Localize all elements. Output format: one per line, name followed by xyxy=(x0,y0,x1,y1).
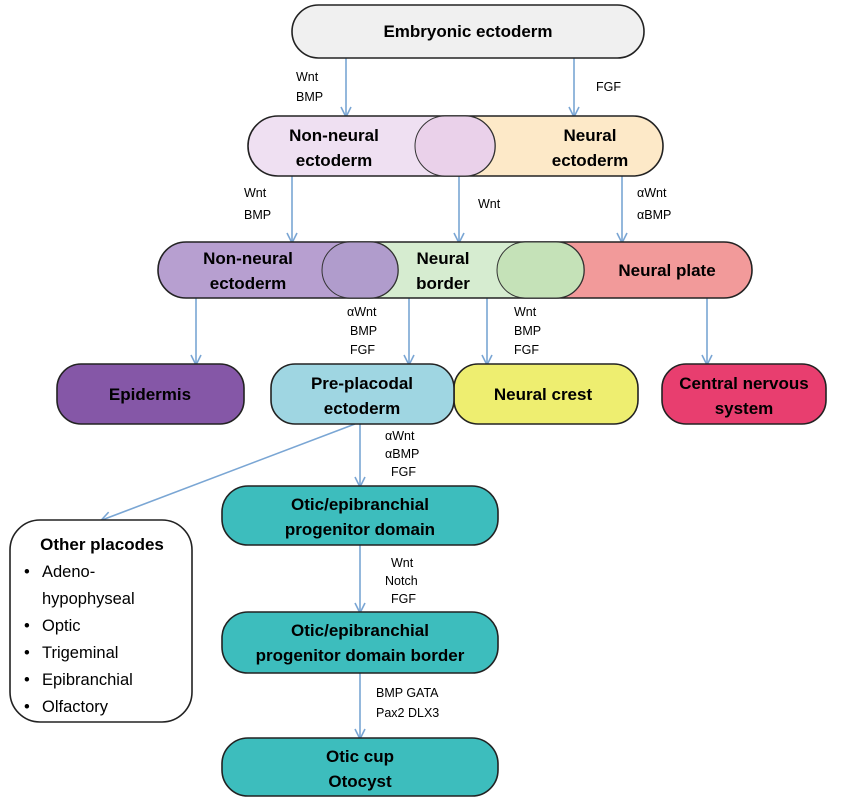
signal-label: BMP GATA xyxy=(376,686,439,700)
placode-item: Olfactory xyxy=(42,698,109,716)
signal-label: Wnt xyxy=(514,305,537,319)
node-cns-label-line1: Central nervous xyxy=(679,374,808,393)
signal-label: αWnt xyxy=(385,429,415,443)
node-pre-placodal-label-line1: Pre-placodal xyxy=(311,374,413,393)
signal-label: Notch xyxy=(385,574,418,588)
placode-item: hypophyseal xyxy=(42,590,135,608)
other-placodes-box xyxy=(9,519,193,723)
node-otic-domain-label-line2: progenitor domain xyxy=(285,520,435,539)
overlap-zone-2 xyxy=(321,241,399,299)
node-neural-border-label-line1: Neural xyxy=(417,249,470,268)
signal-label: FGF xyxy=(391,465,416,479)
node-neural-crest-label: Neural crest xyxy=(494,385,593,404)
signal-label: BMP xyxy=(244,208,271,222)
signal-label: FGF xyxy=(514,343,539,357)
other-placodes-title: Other placodes xyxy=(40,535,164,554)
signal-labels: Wnt BMP FGF Wnt BMP Wnt αWnt αBMP αWnt B… xyxy=(244,70,671,720)
signal-label: BMP xyxy=(296,90,323,104)
placode-item: Trigeminal xyxy=(42,644,118,662)
arrows xyxy=(102,58,707,738)
node-otic-border-label-line1: Otic/epibranchial xyxy=(291,621,429,640)
bullet: • xyxy=(24,698,30,716)
overlap-zone-1 xyxy=(414,115,496,177)
node-cns-label-line2: system xyxy=(715,399,774,418)
overlap-zone-3 xyxy=(496,241,585,299)
arrow-preplacodal-to-other xyxy=(102,423,356,520)
node-pre-placodal-ectoderm xyxy=(270,363,455,425)
other-placodes-list: • Adeno- hypophyseal • Optic • Trigemina… xyxy=(24,563,135,716)
bullet: • xyxy=(24,617,30,635)
node-pre-placodal-label-line2: ectoderm xyxy=(324,399,401,418)
node-otic-cup-label-line2: Otocyst xyxy=(328,772,392,791)
bullet: • xyxy=(24,671,30,689)
node-non-neural-1-label-line2: ectoderm xyxy=(296,151,373,170)
placode-item: Epibranchial xyxy=(42,671,133,689)
node-otic-progenitor-border xyxy=(221,611,499,674)
signal-label: αWnt xyxy=(347,305,377,319)
signal-label: BMP xyxy=(514,324,541,338)
node-epidermis xyxy=(56,363,245,425)
node-neural-border-label-line2: border xyxy=(416,274,470,293)
node-embryonic-ectoderm xyxy=(291,4,645,59)
node-otic-border-label-line2: progenitor domain border xyxy=(256,646,465,665)
node-epidermis-label: Epidermis xyxy=(109,385,191,404)
signal-label: Wnt xyxy=(391,556,414,570)
node-otic-progenitor-domain xyxy=(221,485,499,546)
signal-label: Wnt xyxy=(296,70,319,84)
signal-label: Wnt xyxy=(244,186,267,200)
node-neural-plate-label: Neural plate xyxy=(618,261,715,280)
node-neural-ecto-label-line2: ectoderm xyxy=(552,151,629,170)
node-neural-ecto-label-line1: Neural xyxy=(564,126,617,145)
node-otic-cup xyxy=(221,737,499,797)
bullet: • xyxy=(24,644,30,662)
node-non-neural-2-label-line2: ectoderm xyxy=(210,274,287,293)
signal-label: Pax2 DLX3 xyxy=(376,706,439,720)
node-non-neural-2-label-line1: Non-neural xyxy=(203,249,293,268)
signal-label: BMP xyxy=(350,324,377,338)
node-otic-domain-label-line1: Otic/epibranchial xyxy=(291,495,429,514)
node-non-neural-1-label-line1: Non-neural xyxy=(289,126,379,145)
signal-label: αWnt xyxy=(637,186,667,200)
placode-item: Adeno- xyxy=(42,563,95,581)
bullet: • xyxy=(24,563,30,581)
signal-label: αBMP xyxy=(385,447,419,461)
signal-label: αBMP xyxy=(637,208,671,222)
signal-label: FGF xyxy=(350,343,375,357)
placode-item: Optic xyxy=(42,617,81,635)
node-embryonic-label: Embryonic ectoderm xyxy=(383,22,552,41)
signal-label: FGF xyxy=(391,592,416,606)
node-otic-cup-label-line1: Otic cup xyxy=(326,747,394,766)
signal-label: Wnt xyxy=(478,197,501,211)
signal-label: FGF xyxy=(596,80,621,94)
node-central-nervous-system xyxy=(661,363,827,425)
